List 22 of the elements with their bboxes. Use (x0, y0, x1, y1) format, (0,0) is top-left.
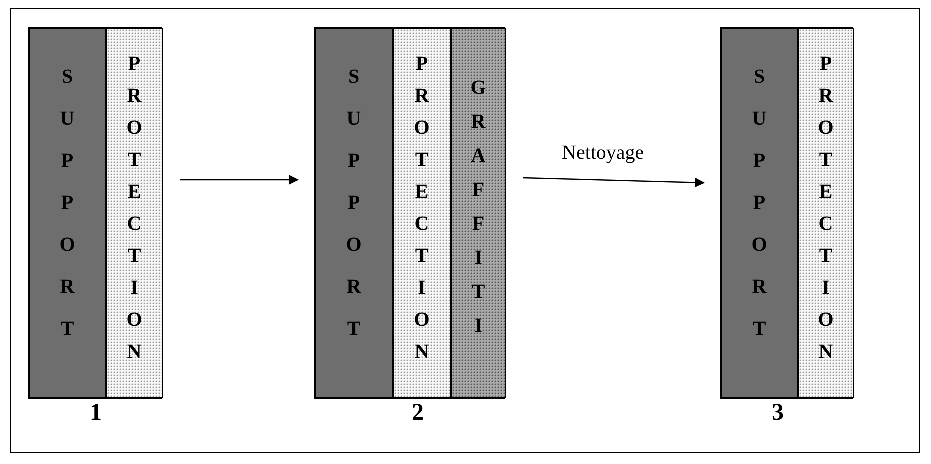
graffiti-layer (451, 28, 506, 398)
step-number: 3 (772, 400, 784, 427)
arrow (180, 175, 299, 185)
layer-label: SUPPORT (58, 66, 78, 360)
step-number: 2 (412, 400, 424, 427)
support-layer (29, 28, 106, 398)
protection-layer (106, 28, 163, 398)
layer-stack (314, 27, 505, 399)
layer-label: PROTECTION (124, 53, 144, 373)
layer-label: SUPPORT (344, 66, 364, 360)
layer-stack (720, 27, 853, 399)
layer-label: GRAFFITI (468, 77, 488, 349)
step-number: 1 (90, 400, 102, 427)
support-layer (721, 28, 798, 398)
layer-label: SUPPORT (750, 66, 770, 360)
protection-layer (798, 28, 854, 398)
arrow (522, 177, 705, 188)
layer-stack (28, 27, 162, 399)
protection-layer (393, 28, 451, 398)
layer-label: PROTECTION (412, 53, 432, 373)
layer-label: PROTECTION (816, 53, 836, 373)
support-layer (315, 28, 393, 398)
